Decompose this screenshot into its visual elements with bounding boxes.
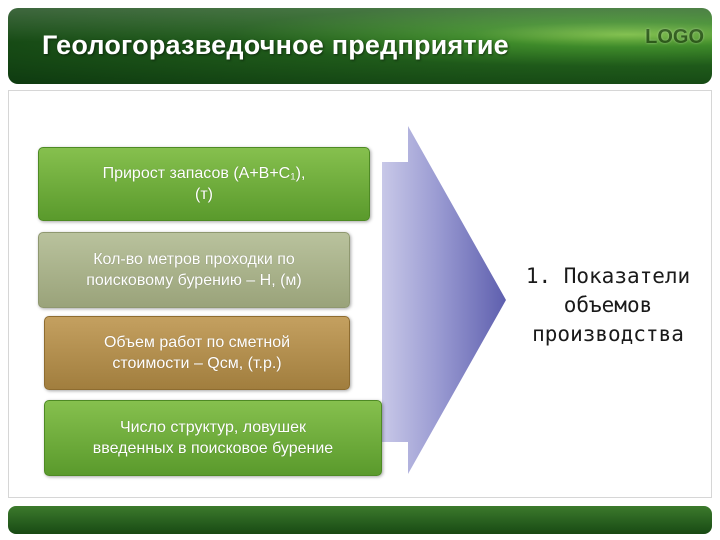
result-label: 1. Показатели объемов производства	[512, 262, 704, 349]
indicator-box-work-volume: Объем работ по сметной стоимости – Qсм, …	[44, 316, 350, 390]
indicator-line: Кол-во метров проходки по	[93, 251, 295, 268]
indicator-line: поисковому бурению – Н, (м)	[86, 272, 302, 289]
indicator-line: введенных в поисковое бурение	[92, 440, 334, 457]
indicator-box-reserves: Прирост запасов (А+В+С₁), (т)	[38, 147, 370, 221]
content-frame	[8, 90, 712, 498]
result-line: объемов	[563, 293, 653, 317]
indicator-line: Прирост запасов (А+В+С₁),	[102, 165, 306, 182]
indicator-line: Объем работ по сметной	[103, 334, 291, 351]
indicator-line: стоимости – Qсм, (т.р.)	[112, 355, 282, 372]
indicator-line: Число структур, ловушек	[119, 419, 307, 436]
footer-bar	[8, 506, 712, 534]
indicator-line: (т)	[195, 186, 213, 203]
arrow-polygon	[382, 126, 506, 474]
indicator-box-drilling: Кол-во метров проходки по поисковому бур…	[38, 232, 350, 308]
header-bar: Геологоразведочное предприятие LOGO	[8, 8, 712, 84]
result-line: 1. Показатели	[525, 264, 691, 288]
result-line: производства	[532, 322, 684, 346]
indicator-box-structures: Число структур, ловушек введенных в поис…	[44, 400, 382, 476]
